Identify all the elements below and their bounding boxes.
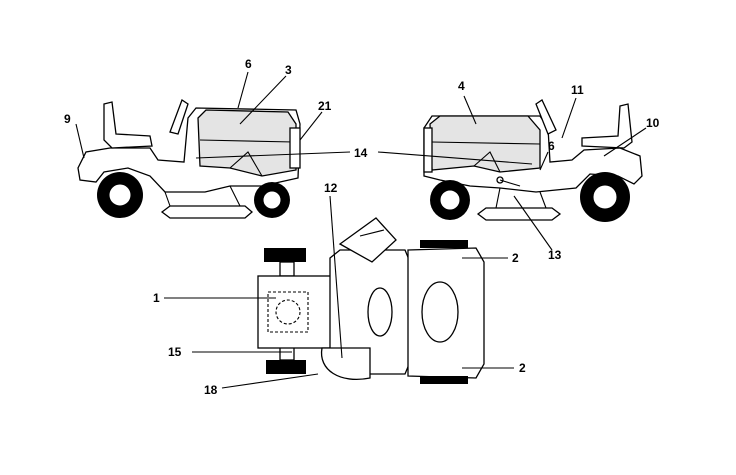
callout-6-right: 6 <box>548 139 555 153</box>
callout-15: 15 <box>168 345 182 359</box>
top-view-seat-oval <box>367 287 393 337</box>
tractor-right-side-view <box>423 99 643 222</box>
tractor-left-hood <box>197 109 297 177</box>
tractor-right-grille <box>423 127 433 173</box>
callout-3: 3 <box>285 63 292 77</box>
callout-2-bottom: 2 <box>519 361 526 375</box>
tractor-left-side-view <box>77 99 301 219</box>
callout-6-left: 6 <box>245 57 252 71</box>
tractor-left-seat <box>103 101 153 149</box>
top-view-front-wheel-top <box>420 240 468 248</box>
tractor-left-mower-deck <box>160 205 253 219</box>
callout-9: 9 <box>64 112 71 126</box>
tractor-left-grille <box>289 127 301 169</box>
callout-10: 10 <box>646 116 660 130</box>
leader-lines <box>75 71 647 389</box>
top-view-dashed-panel <box>267 291 309 333</box>
callout-21: 21 <box>318 99 332 113</box>
tractor-right-steering-wheel <box>535 99 557 135</box>
callout-12: 12 <box>324 181 338 195</box>
tractor-left-steering-wheel <box>169 99 189 135</box>
tractor-right-seat <box>581 103 633 149</box>
top-view-discharge-chute <box>338 217 397 263</box>
top-view-rear-wheel-bottom <box>266 360 306 374</box>
callout-11: 11 <box>571 83 584 97</box>
top-view-rear-wheel-top <box>264 248 306 262</box>
top-view-deck-curve <box>320 347 371 380</box>
top-view-hood-oval <box>421 281 459 343</box>
callout-4: 4 <box>458 79 465 93</box>
callout-labels: 9 6 3 21 14 4 11 10 6 13 12 1 15 18 2 2 <box>64 57 660 397</box>
top-view-front-wheel-bottom <box>420 376 468 384</box>
callout-14: 14 <box>354 146 368 160</box>
callout-1: 1 <box>153 291 160 305</box>
tractor-top-view <box>257 217 485 384</box>
callout-18: 18 <box>204 383 218 397</box>
callout-13: 13 <box>548 248 562 262</box>
callout-2-top: 2 <box>512 251 519 265</box>
top-view-dashed-cap <box>275 299 301 325</box>
tractor-right-mower-deck <box>476 207 562 221</box>
